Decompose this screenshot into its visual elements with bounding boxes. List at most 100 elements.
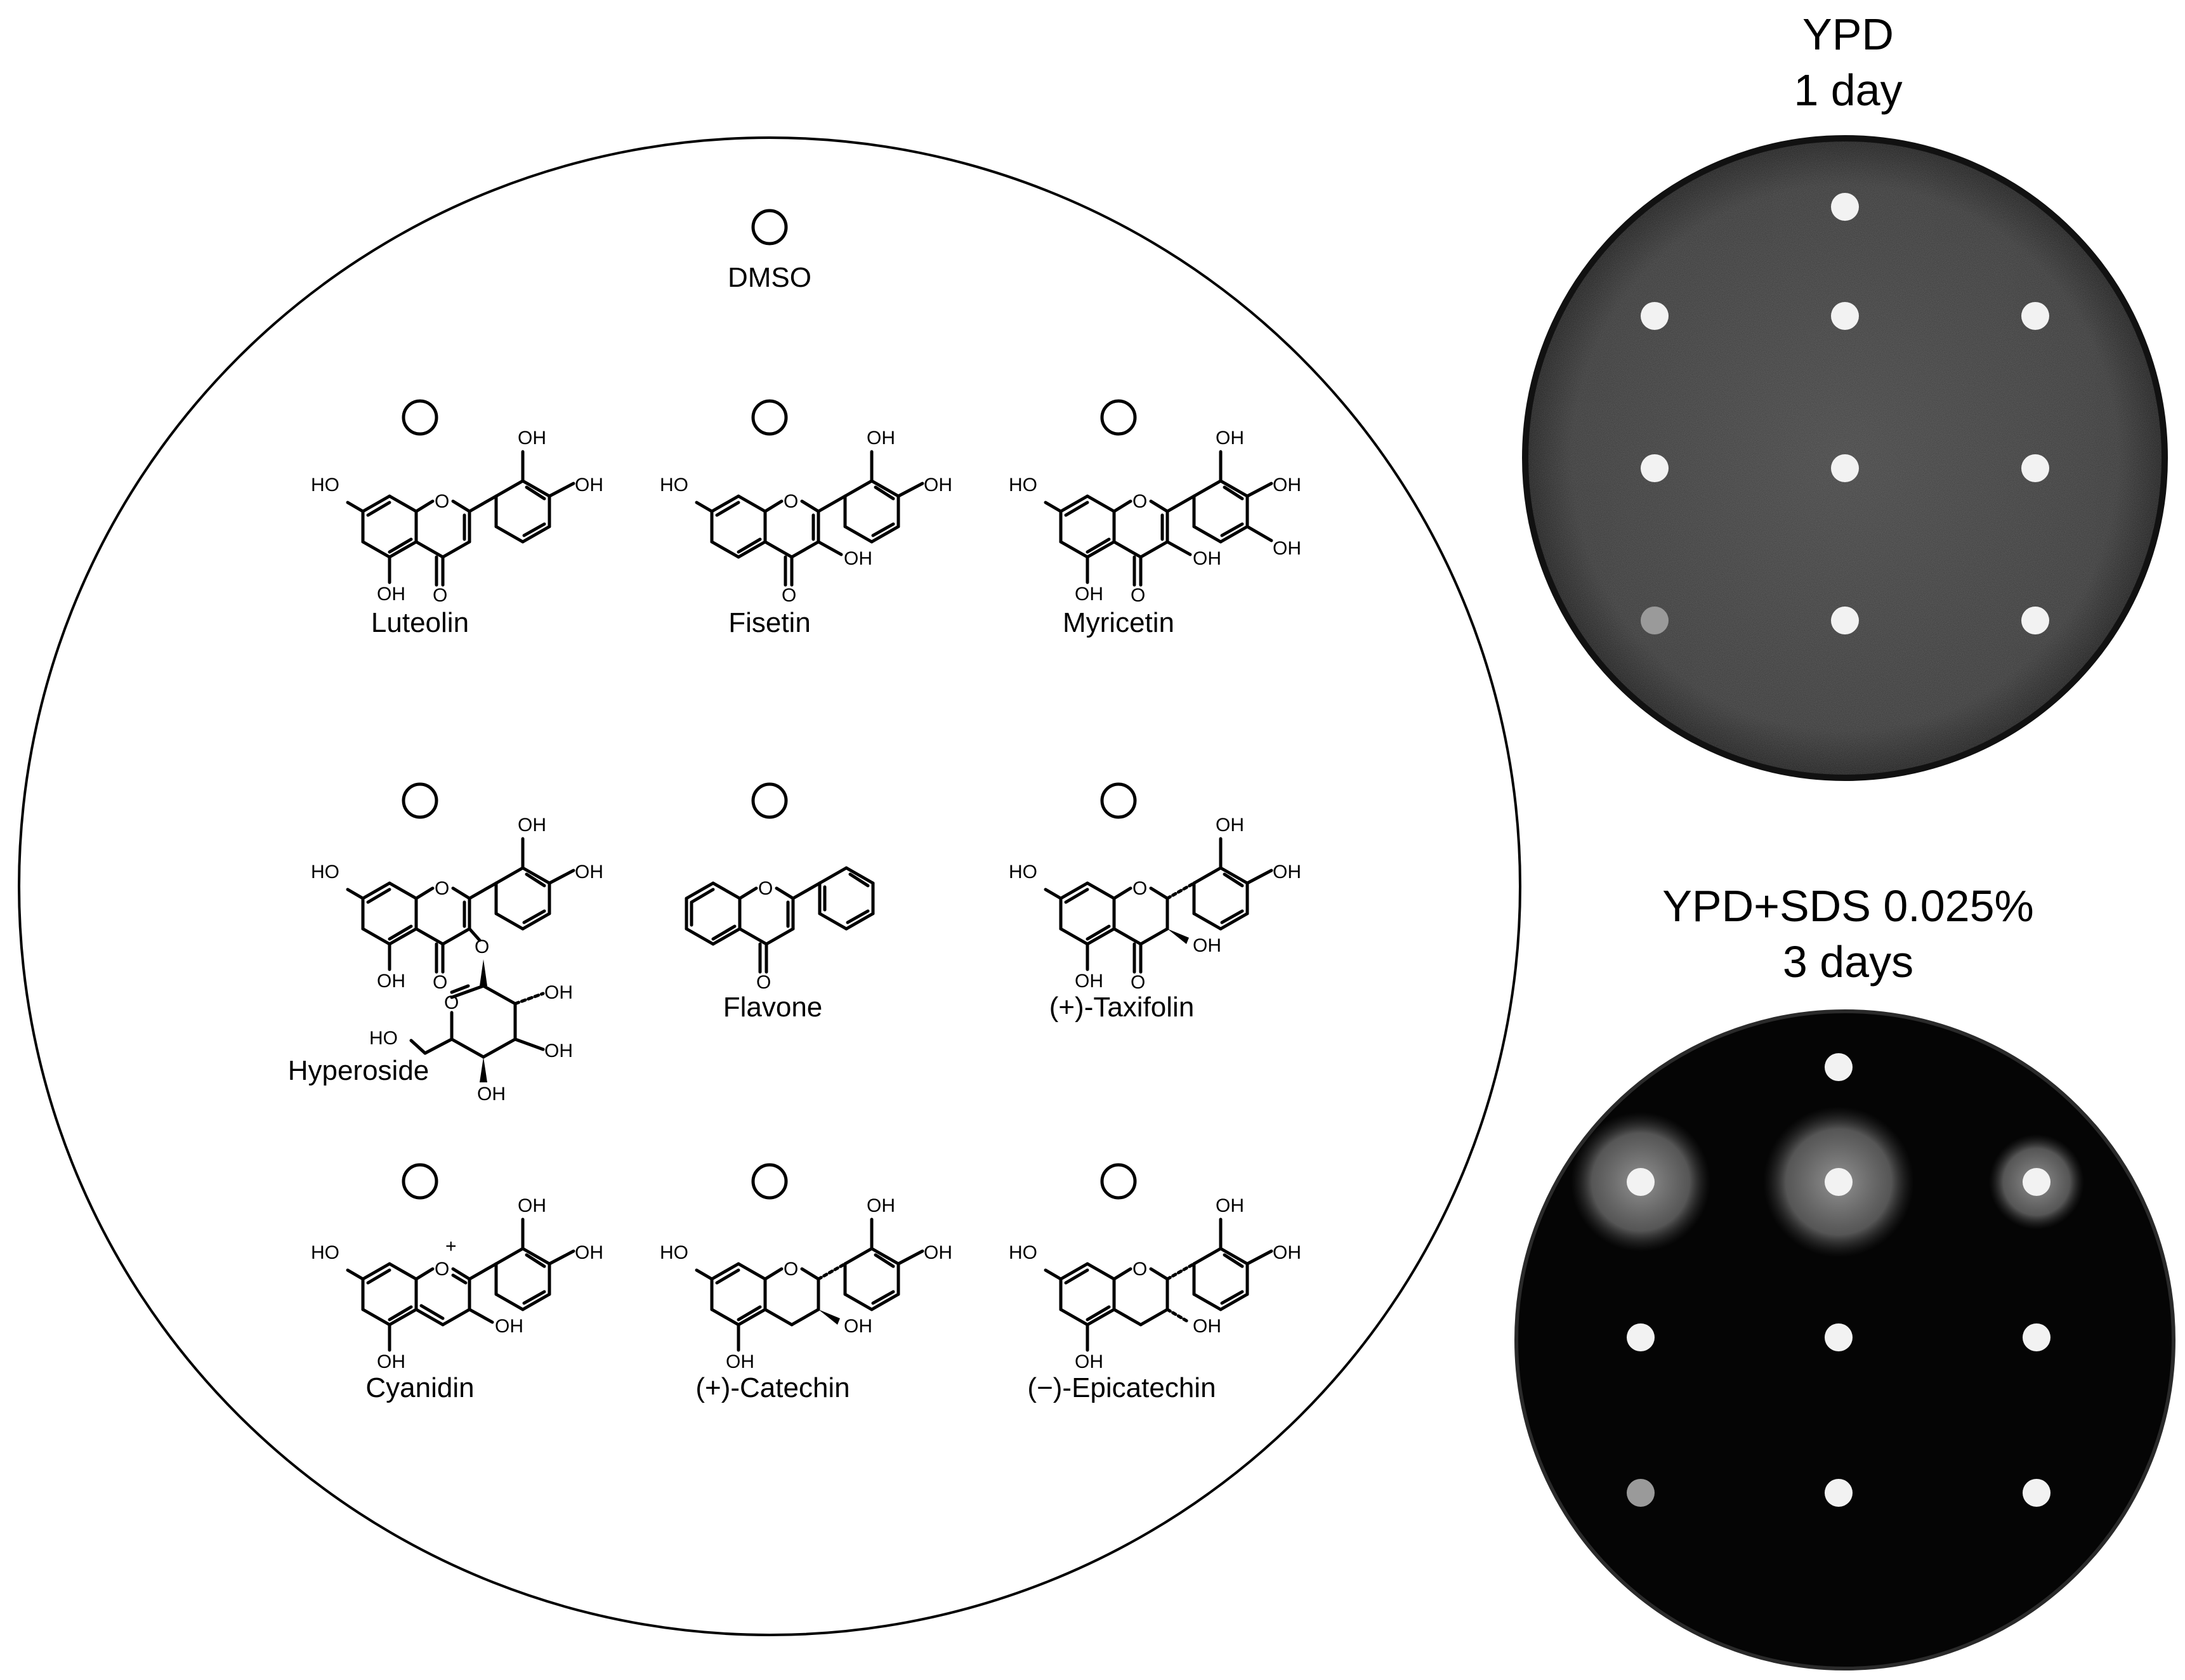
svg-text:OH: OH: [867, 428, 895, 449]
svg-text:O: O: [1132, 491, 1147, 512]
plate-sds-rim: [1514, 1009, 2175, 1670]
disk-marker-epicatechin: [1100, 1163, 1137, 1200]
plate-ypd-subtitle: 1 day: [1794, 65, 1902, 115]
plate-ypd-disk-4: [1641, 454, 1669, 482]
plate-ypd-title: YPD: [1802, 10, 1894, 59]
disk-marker-catechin: [751, 1163, 788, 1200]
svg-text:O: O: [784, 1259, 798, 1280]
plate-ypd-disk-3: [2021, 302, 2049, 330]
svg-text:OH: OH: [1216, 1195, 1244, 1216]
svg-text:OH: OH: [575, 1242, 603, 1263]
svg-text:HO: HO: [1009, 862, 1037, 883]
svg-text:O: O: [756, 972, 771, 993]
compound-name-cyanidin: Cyanidin: [365, 1372, 474, 1403]
svg-text:OH: OH: [924, 475, 952, 495]
svg-text:OH: OH: [1193, 548, 1221, 569]
svg-text:HO: HO: [311, 1242, 339, 1263]
svg-text:O: O: [1132, 1259, 1147, 1280]
svg-text:OH: OH: [1273, 1242, 1301, 1263]
svg-text:O: O: [435, 1259, 449, 1280]
plate-sds-disk-2: [1825, 1168, 1853, 1196]
plate-sds-disk-4: [1627, 1323, 1655, 1351]
structure-taxifolin: HO OH OH OH OH O O: [1009, 815, 1301, 993]
svg-text:O: O: [444, 992, 459, 1013]
plate-ypd-panel: YPD 1 day: [1522, 10, 2168, 781]
compound-name-taxifolin: (+)-Taxifolin: [1049, 992, 1195, 1023]
svg-text:OH: OH: [844, 1316, 872, 1337]
svg-text:O: O: [433, 972, 447, 993]
structure-luteolin: HO OH OH OH O O: [311, 428, 603, 606]
svg-text:O: O: [758, 878, 773, 899]
svg-text:OH: OH: [1273, 538, 1301, 559]
disk-marker-taxifolin: [1100, 782, 1137, 819]
plate-sds-disk-1: [1627, 1168, 1655, 1196]
structure-flavone: O O: [685, 866, 875, 993]
svg-text:+: +: [445, 1236, 457, 1257]
structure-cyanidin: HO OH OH OH OH O +: [311, 1195, 603, 1372]
svg-text:O: O: [435, 878, 449, 899]
svg-text:OH: OH: [518, 428, 546, 449]
plate-ypd-disk-5: [1831, 454, 1859, 482]
svg-text:OH: OH: [1075, 1351, 1103, 1372]
svg-text:HO: HO: [369, 1028, 398, 1049]
structure-fisetin: HO OH OH OH O O: [660, 428, 952, 606]
layout-diagram: DMSO HO OH OH: [18, 136, 1521, 1636]
plate-sds-disk-3: [2023, 1168, 2050, 1196]
structure-epicatechin: HO OH OH OH OH O: [1009, 1195, 1301, 1372]
svg-text:O: O: [1131, 972, 1145, 993]
svg-text:HO: HO: [1009, 475, 1037, 495]
svg-text:OH: OH: [726, 1351, 754, 1372]
svg-text:O: O: [475, 936, 489, 957]
svg-text:OH: OH: [377, 971, 405, 992]
disk-marker-fisetin: [751, 399, 788, 436]
svg-text:OH: OH: [377, 1351, 405, 1372]
compound-name-fisetin: Fisetin: [728, 607, 811, 638]
plate-ypd-rim: [1522, 135, 2168, 781]
svg-text:OH: OH: [1075, 584, 1103, 605]
svg-text:OH: OH: [1216, 815, 1244, 836]
svg-text:O: O: [1131, 585, 1145, 606]
svg-text:OH: OH: [544, 982, 573, 1003]
svg-text:O: O: [784, 491, 798, 512]
svg-text:O: O: [435, 491, 449, 512]
svg-text:HO: HO: [311, 862, 339, 883]
structure-myricetin: HO OH OH OH OH OH O O: [1009, 428, 1301, 606]
svg-text:OH: OH: [924, 1242, 952, 1263]
plate-sds-disk-6: [2023, 1323, 2050, 1351]
plate-ypd-disk-1: [1641, 302, 1669, 330]
plate-sds-title: YPD+SDS 0.025%: [1662, 881, 2034, 931]
svg-text:OH: OH: [867, 1195, 895, 1216]
disk-marker-myricetin: [1100, 399, 1137, 436]
plate-sds-disks: [1627, 1053, 2050, 1507]
plate-sds-subtitle: 3 days: [1783, 937, 1913, 987]
plate-ypd-disk-7: [1641, 607, 1669, 634]
svg-text:OH: OH: [1193, 935, 1221, 956]
svg-text:OH: OH: [1075, 971, 1103, 992]
svg-text:O: O: [1132, 878, 1147, 899]
disk-marker-dmso: [751, 209, 788, 246]
svg-text:O: O: [433, 585, 447, 606]
svg-text:OH: OH: [377, 584, 405, 605]
plate-ypd-disk-8: [1831, 607, 1859, 634]
svg-text:HO: HO: [660, 1242, 688, 1263]
plate-sds-disk-7: [1627, 1479, 1655, 1507]
compound-name-flavone: Flavone: [723, 992, 823, 1023]
plate-ypd-disks: [1641, 193, 2049, 634]
plate-sds-disk-0: [1825, 1053, 1853, 1081]
plate-sds-disk-8: [1825, 1479, 1853, 1507]
svg-text:OH: OH: [544, 1040, 573, 1061]
disk-marker-cyanidin: [402, 1163, 438, 1200]
svg-text:OH: OH: [1273, 475, 1301, 495]
svg-text:HO: HO: [311, 475, 339, 495]
plate-ypd-disk-0: [1831, 193, 1859, 221]
svg-text:HO: HO: [660, 475, 688, 495]
svg-text:OH: OH: [844, 548, 872, 569]
svg-text:O: O: [782, 585, 796, 606]
structure-catechin: HO OH OH OH OH O: [660, 1195, 952, 1372]
compound-name-hyperoside: Hyperoside: [288, 1055, 430, 1086]
compound-name-catechin: (+)-Catechin: [695, 1372, 850, 1403]
svg-text:OH: OH: [518, 815, 546, 836]
compound-name-luteolin: Luteolin: [371, 607, 469, 638]
svg-text:OH: OH: [477, 1084, 506, 1105]
